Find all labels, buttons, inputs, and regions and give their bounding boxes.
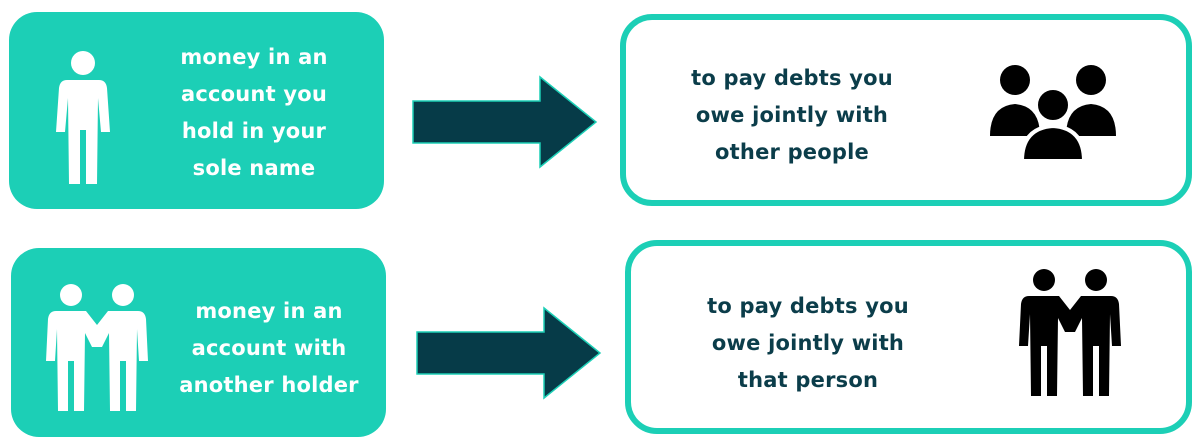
text-line: money in an	[180, 45, 328, 69]
text-line: other people	[715, 140, 869, 164]
group-of-people-icon	[990, 65, 1116, 162]
destination-box-joint-debts-others: to pay debts you owe jointly with other …	[620, 14, 1192, 206]
source-text: money in an account you hold in your sol…	[139, 39, 369, 187]
text-line: sole name	[192, 156, 316, 180]
text-line: to pay debts you	[707, 294, 909, 318]
right-arrow-icon	[412, 75, 598, 169]
text-line: account you	[180, 82, 327, 106]
two-people-icon	[1019, 269, 1121, 396]
text-line: that person	[737, 368, 879, 392]
right-arrow-icon	[416, 306, 602, 400]
text-line: to pay debts you	[691, 66, 893, 90]
destination-box-joint-debts-that-person: to pay debts you owe jointly with that p…	[625, 240, 1192, 434]
single-person-icon	[56, 51, 110, 184]
destination-text: to pay debts you owe jointly with that p…	[683, 288, 933, 399]
text-line: hold in your	[181, 119, 327, 143]
text-line: money in an	[195, 299, 343, 323]
source-box-sole-account: money in an account you hold in your sol…	[9, 12, 384, 209]
text-line: owe jointly with	[695, 103, 889, 127]
destination-text: to pay debts you owe jointly with other …	[662, 60, 922, 171]
text-line: another holder	[179, 373, 359, 397]
text-line: account with	[191, 336, 347, 360]
source-box-joint-account: money in an account with another holder	[11, 248, 386, 437]
source-text: money in an account with another holder	[159, 293, 379, 404]
two-people-icon	[46, 284, 148, 411]
text-line: owe jointly with	[711, 331, 905, 355]
